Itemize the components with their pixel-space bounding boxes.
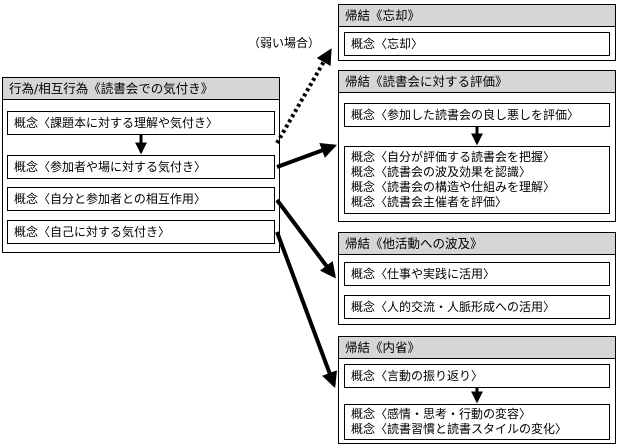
concept-label: 概念〈自分が評価する読書会を把握〉	[351, 150, 556, 164]
action-group-title: 行為/相互行為《読書会での気付き》	[3, 78, 279, 100]
concept-label: 概念〈言動の振り返り〉	[351, 369, 484, 383]
evaluate-concept-list: 概念〈自分が評価する読書会を把握〉 概念〈読書会の波及効果を認識〉 概念〈読書会…	[344, 146, 610, 214]
concept-label: 概念〈読書会主催者を評価〉	[351, 195, 508, 209]
concept-label: 概念〈忘却〉	[351, 37, 424, 51]
forget-group-title: 帰結《忘却》	[339, 5, 615, 27]
concept-label: 概念〈仕事や実践に活用〉	[351, 267, 496, 281]
concept-label: 概念〈読書会の波及効果を認識〉	[351, 165, 532, 179]
evaluate-group-title: 帰結《読書会に対する評価》	[339, 71, 615, 93]
concept-evaluate-quality: 概念〈参加した読書会の良し悪しを評価〉	[344, 103, 610, 127]
concept-label: 概念〈読書習慣と読書スタイルの変化〉	[351, 422, 568, 436]
concept-network-use: 概念〈人的交流・人脈形成への活用〉	[344, 295, 610, 319]
concept-self-awareness: 概念〈自己に対する気付き〉	[7, 220, 275, 244]
concept-participant-awareness: 概念〈参加者や場に対する気付き〉	[7, 155, 275, 179]
concept-label: 概念〈感情・思考・行動の変容〉	[351, 407, 532, 421]
concept-look-back: 概念〈言動の振り返り〉	[344, 364, 610, 388]
concept-label: 概念〈自分と参加者との相互作用〉	[14, 192, 206, 206]
concept-label: 概念〈人的交流・人脈形成への活用〉	[351, 300, 556, 314]
spread-group-title: 帰結《他活動への波及》	[339, 233, 615, 255]
arrow-to-forget	[275, 48, 332, 144]
concept-label: 概念〈課題本に対する理解や気付き〉	[14, 116, 219, 130]
concept-label: 概念〈参加者や場に対する気付き〉	[14, 160, 207, 174]
concept-interaction: 概念〈自分と参加者との相互作用〉	[7, 187, 275, 211]
reflect-concept-list: 概念〈感情・思考・行動の変容〉 概念〈読書習慣と読書スタイルの変化〉	[344, 404, 610, 440]
concept-label: 概念〈自己に対する気付き〉	[14, 225, 171, 239]
concept-book-understanding: 概念〈課題本に対する理解や気付き〉	[7, 111, 275, 135]
arrow-to-reflect	[275, 231, 338, 388]
arrow-to-spread	[275, 198, 336, 279]
concept-label: 概念〈読書会の構造や仕組みを理解〉	[351, 180, 556, 194]
concept-forget: 概念〈忘却〉	[344, 32, 610, 56]
reflect-group-title: 帰結《内省》	[339, 337, 615, 359]
arrow-to-evaluate	[276, 142, 338, 169]
concept-label: 概念〈参加した読書会の良し悪しを評価〉	[351, 108, 580, 122]
weak-case-label: （弱い場合）	[248, 36, 321, 50]
concept-work-use: 概念〈仕事や実践に活用〉	[344, 262, 610, 286]
